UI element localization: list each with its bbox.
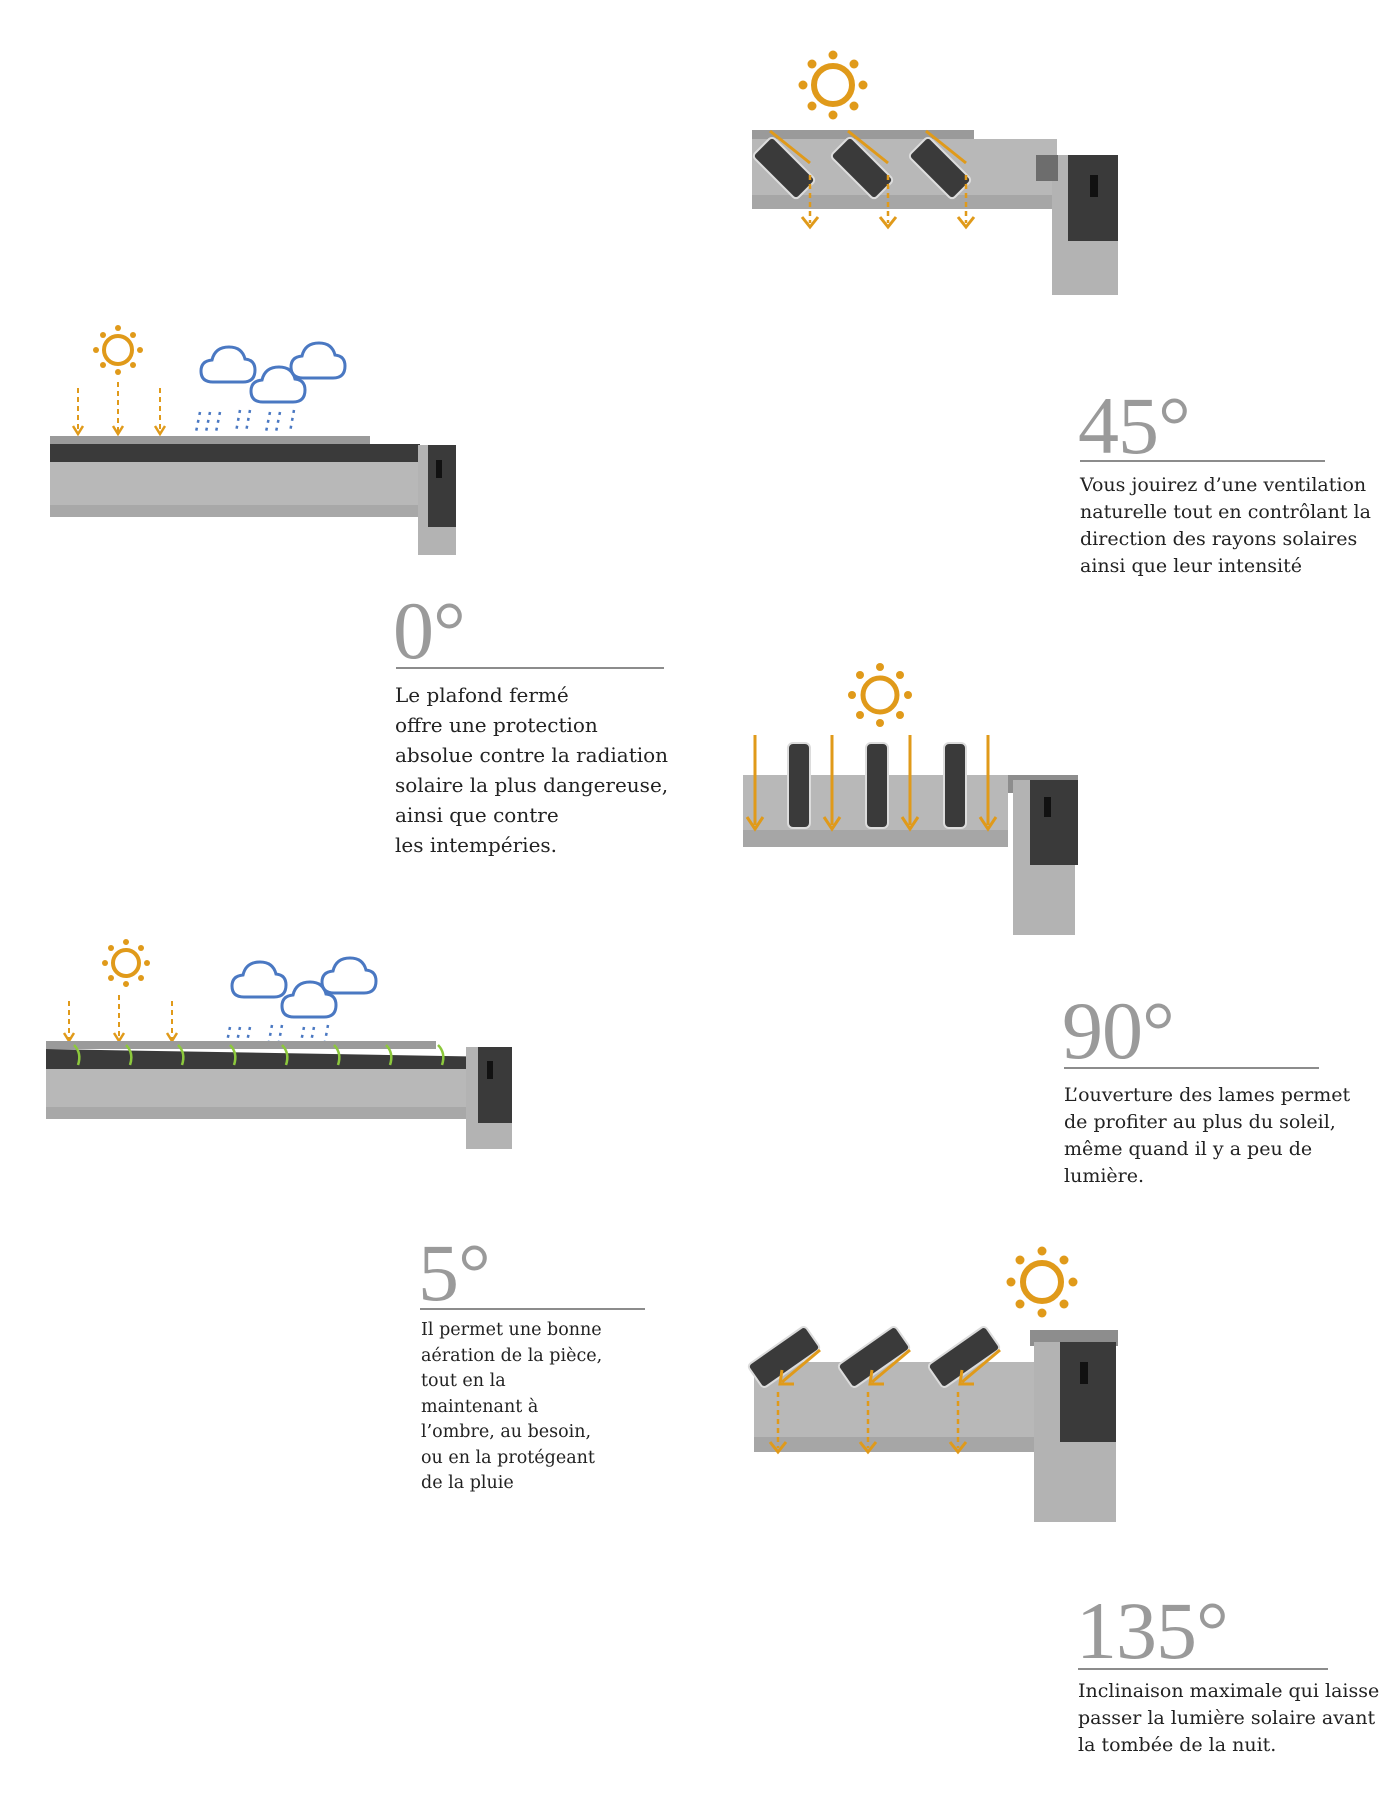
description-45: Vous jouirez d’une ventilation naturelle… [1080, 474, 1371, 577]
angle-label-5: 5° [418, 1227, 491, 1318]
diagram-45deg [752, 50, 1118, 295]
description-135: Inclinaison maximale qui laisse passer l… [1078, 1680, 1380, 1756]
divider-0 [396, 667, 664, 669]
rain-icon [194, 409, 296, 433]
sun-icon [848, 663, 912, 727]
sun-icon [798, 50, 868, 120]
angle-label-135: 135° [1076, 1585, 1229, 1676]
divider-135 [1078, 1668, 1328, 1670]
sun-icon [93, 325, 143, 375]
diagram-90deg [743, 663, 1078, 935]
description-90: L’ouverture des lames permet de profiter… [1064, 1084, 1351, 1187]
angle-label-0: 0° [393, 585, 466, 676]
description-0: Le plafond fermé offre une protection ab… [395, 683, 669, 857]
cloud-icon [230, 956, 378, 1019]
cloud-icon [199, 341, 347, 404]
divider-5 [420, 1308, 645, 1310]
angle-label-90: 90° [1062, 985, 1175, 1076]
divider-45 [1080, 460, 1325, 462]
diagram-0deg [50, 325, 456, 555]
diagram-135deg [747, 1246, 1118, 1522]
sun-icon [102, 939, 150, 987]
airflow-arrow-icon [73, 1044, 445, 1066]
divider-90 [1064, 1067, 1319, 1069]
angle-label-45: 45° [1078, 380, 1191, 471]
diagram-5deg [46, 939, 512, 1149]
sun-icon [1006, 1246, 1078, 1318]
description-5: Il permet une bonne aération de la pièce… [421, 1320, 603, 1493]
